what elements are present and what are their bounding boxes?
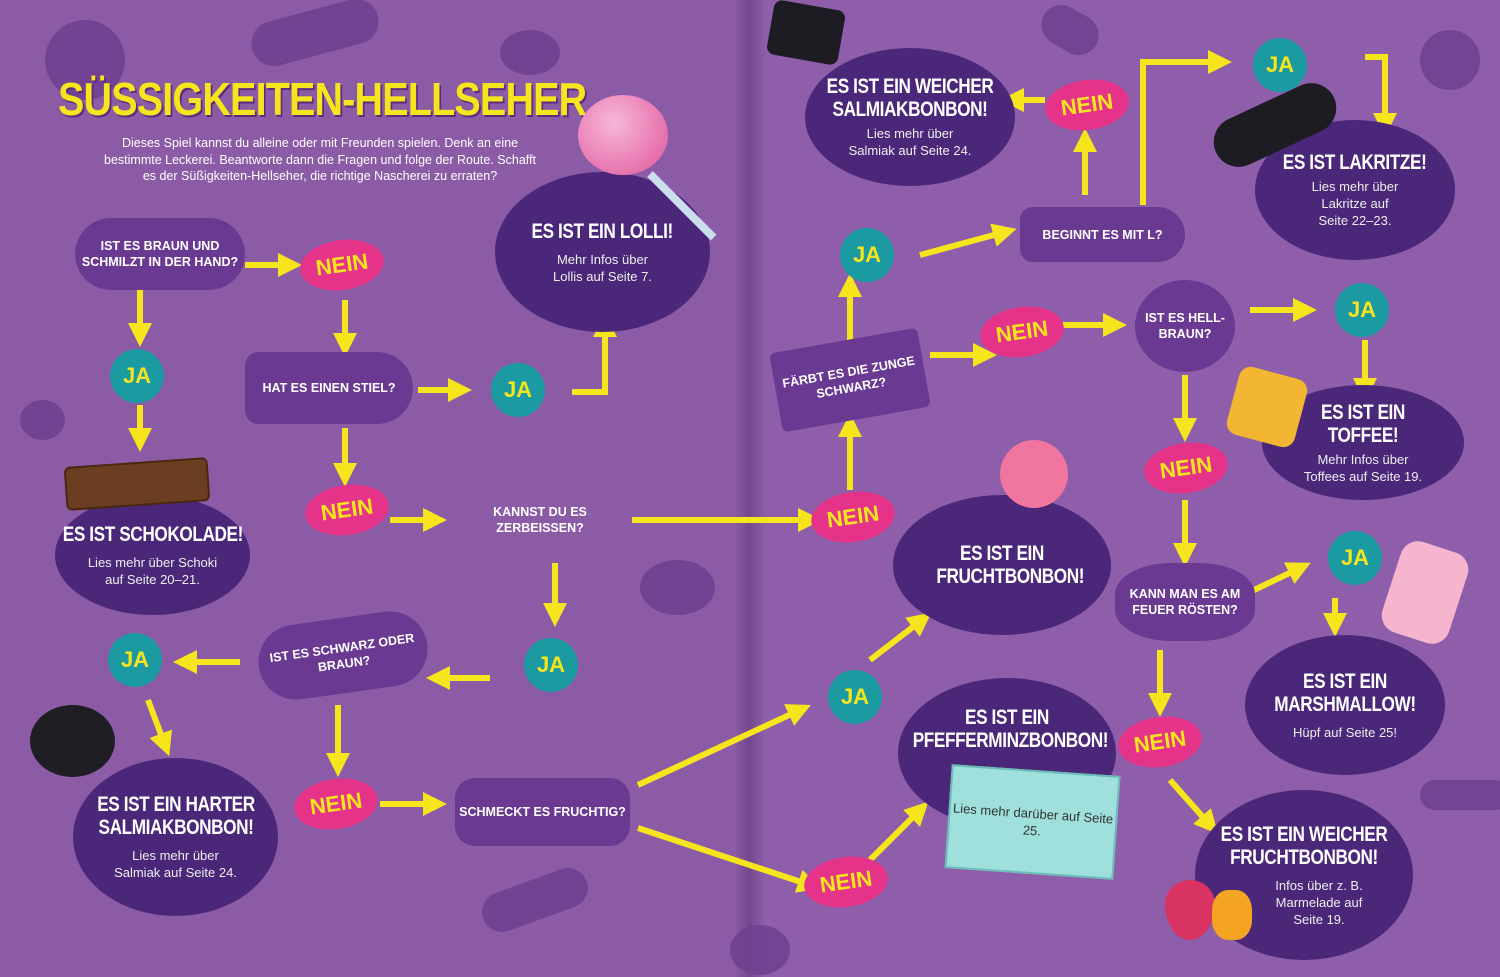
- result-title: ES IST EIN FRUCHTBONBON!: [936, 542, 1085, 588]
- result-text: Hüpf auf Seite 25!: [1292, 724, 1398, 740]
- candy-silhouette: [20, 400, 65, 440]
- lollipop-illustration: [578, 95, 668, 175]
- result-soft-fruit-candy: ES IST EIN WEICHER FRUCHTBONBON! Infos ü…: [1195, 790, 1413, 960]
- candy-silhouette: [45, 20, 125, 100]
- book-gutter: [735, 0, 765, 977]
- salmiak-hard-illustration: [30, 705, 115, 777]
- result-title: ES IST EIN MARSHMALLOW!: [1274, 669, 1416, 716]
- question-light-brown: Ist es hell-braun?: [1135, 280, 1235, 372]
- peppermint-box-text: Lies mehr darüber auf Seite 25.: [944, 764, 1121, 880]
- yes-badge: JA: [1335, 283, 1389, 337]
- fruit-candy-illustration: [1000, 440, 1068, 508]
- result-title: ES IST EIN PFEFFERMINZBONBON!: [912, 706, 1109, 752]
- result-soft-salmiak: ES IST EIN WEICHER SALMIAKBONBON! Lies m…: [805, 48, 1015, 186]
- question-has-stick: Hat es einen Stiel?: [245, 352, 413, 424]
- yes-badge: JA: [491, 363, 545, 417]
- result-title: ES IST EIN TOFFEE!: [1321, 400, 1405, 447]
- yes-badge: JA: [110, 349, 164, 403]
- question-roast-fire: Kann man es am Feuer rösten?: [1115, 563, 1255, 641]
- candy-silhouette: [500, 30, 560, 75]
- yes-badge: JA: [524, 638, 578, 692]
- result-text: Lies mehr über Schoki auf Seite 20–21.: [87, 554, 218, 587]
- strawberry-gummy-illustration: [1165, 880, 1215, 940]
- result-text: Lies mehr über Lakritze auf Seite 22–23.: [1311, 179, 1399, 228]
- result-title: ES IST EIN LOLLI!: [531, 219, 674, 243]
- gummy-illustration: [1212, 890, 1252, 940]
- yes-badge: JA: [1253, 38, 1307, 92]
- candy-silhouette: [1420, 780, 1500, 810]
- intro-text: Dieses Spiel kannst du alleine oder mit …: [104, 136, 536, 183]
- result-text: Lies mehr über Salmiak auf Seite 24.: [848, 126, 972, 158]
- result-text: Mehr Infos über Lollis auf Seite 7.: [552, 251, 652, 284]
- result-text: Infos über z. B. Marmelade auf Seite 19.: [1275, 877, 1363, 927]
- result-chocolate: ES IST SCHOKOLADE! Lies mehr über Schoki…: [55, 495, 250, 615]
- result-marshmallow: ES IST EIN MARSHMALLOW! Hüpf auf Seite 2…: [1245, 635, 1445, 775]
- question-can-bite: Kannst du es zerbeissen?: [493, 505, 587, 535]
- yes-badge: JA: [1328, 531, 1382, 585]
- yes-badge: JA: [828, 670, 882, 724]
- result-fruit-candy: ES IST EIN FRUCHTBONBON!: [893, 495, 1111, 635]
- result-text: Mehr Infos über Toffees auf Seite 19.: [1303, 451, 1423, 484]
- yes-badge: JA: [108, 633, 162, 687]
- result-title: ES IST SCHOKOLADE!: [62, 522, 243, 546]
- candy-silhouette: [730, 925, 790, 975]
- question-brown-melts: Ist es braun und schmilzt in der Hand?: [75, 218, 245, 290]
- yes-badge: JA: [840, 228, 894, 282]
- candy-silhouette: [1420, 30, 1480, 90]
- result-title: ES IST EIN HARTER SALMIAKBONBON!: [96, 793, 255, 839]
- candy-silhouette: [640, 560, 715, 615]
- result-title: ES IST EIN WEICHER FRUCHTBONBON!: [1220, 822, 1388, 869]
- question-starts-with-l: Beginnt es mit L?: [1020, 207, 1185, 262]
- result-text: Lies mehr über Salmiak auf Seite 24.: [114, 848, 237, 880]
- question-fruity: Schmeckt es fruchtig?: [455, 778, 630, 846]
- result-title: ES IST LAKRITZE!: [1283, 151, 1427, 174]
- page-title: SÜSSIGKEITEN-HELLSEHER: [58, 73, 587, 125]
- result-title: ES IST EIN WEICHER SALMIAKBONBON!: [826, 75, 994, 121]
- result-hard-salmiak: ES IST EIN HARTER SALMIAKBONBON! Lies me…: [73, 758, 278, 916]
